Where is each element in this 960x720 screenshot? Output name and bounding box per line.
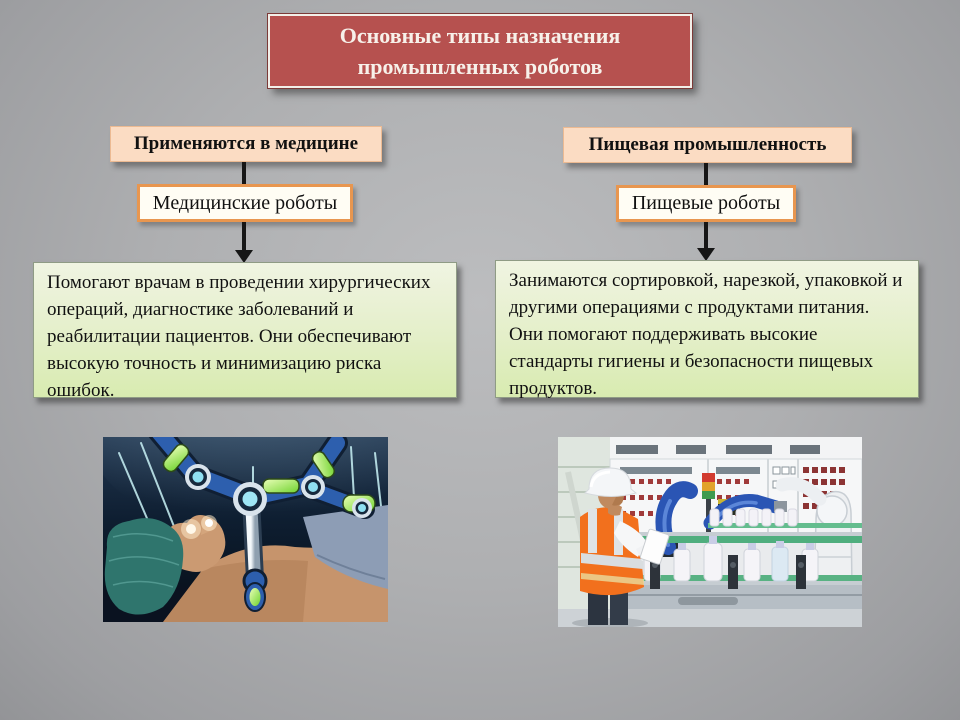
arm-joints <box>185 464 372 518</box>
clipboard <box>639 528 670 565</box>
sub-box-food-robots: Пищевые роботы <box>616 185 796 222</box>
arrow-shaft-right <box>704 222 708 249</box>
bottles-row-large <box>643 536 819 582</box>
connector-line-right <box>704 163 708 186</box>
conveyor-clamps <box>650 555 806 589</box>
light-flares <box>181 515 217 539</box>
connector-line-left <box>242 162 246 185</box>
medical-robot-surgery-photo <box>103 437 388 622</box>
sub-box-medical-robots: Медицинские роботы <box>137 184 353 222</box>
bottles-row-small <box>709 508 798 527</box>
food-factory-robot-photo <box>558 437 862 627</box>
robot-wrist-tool <box>242 568 268 612</box>
description-box-medical: Помогают врачам в проведении хирургическ… <box>33 262 457 401</box>
description-box-food: Занимаются сортировкой, нарезкой, упаков… <box>495 260 919 399</box>
header-box-medicine: Применяются в медицине <box>110 126 382 162</box>
surgical-drape <box>303 505 388 589</box>
arrow-shaft-left <box>242 222 246 251</box>
arrow-head-right <box>697 248 715 261</box>
surgical-cap <box>104 518 184 615</box>
worker <box>572 467 670 627</box>
arrow-head-left <box>235 250 253 263</box>
header-box-food-industry: Пищевая промышленность <box>563 127 852 163</box>
patient <box>103 505 388 622</box>
slide-title: Основные типы назначения промышленных ро… <box>268 14 692 88</box>
